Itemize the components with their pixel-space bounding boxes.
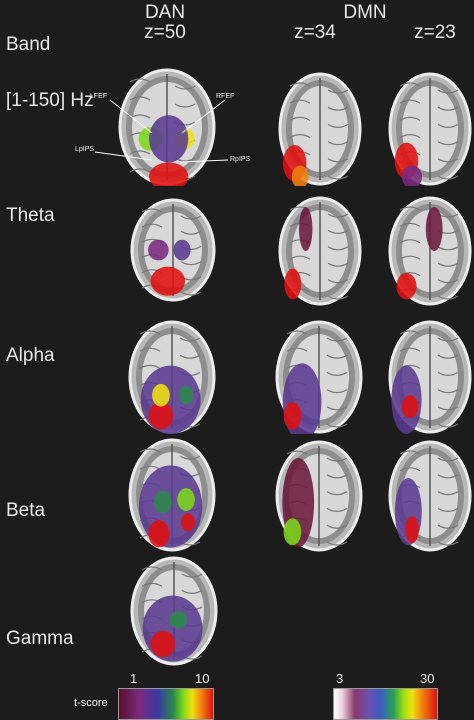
activation-blob [148, 239, 169, 261]
activation-blob [177, 488, 195, 511]
activation-blob [401, 165, 423, 186]
activation-blob [283, 518, 302, 546]
row-label-broadband: [1-150] Hz [6, 90, 94, 111]
activation-blob [173, 239, 191, 261]
dan-z-header: z=50 [144, 22, 186, 43]
brain-slice-dan-broadband [118, 68, 216, 186]
brain-slice-dan-alpha [128, 320, 216, 434]
activation-blob [148, 402, 174, 430]
brain-slice-dmn23-broadband [388, 72, 472, 186]
row-label-alpha: Alpha [6, 345, 55, 366]
dmn-colorbar-min: 3 [336, 671, 344, 686]
dan-header: DAN [144, 2, 186, 23]
annotation-lpips: LpIPS [75, 146, 95, 153]
dan-colorbar-min: 1 [130, 671, 138, 686]
dan-colorbar [118, 688, 214, 720]
brain-slice-dmn34-alpha [275, 320, 363, 434]
dan-colorbar-max: 10 [195, 671, 210, 686]
dmn-colorbar [333, 688, 438, 720]
row-label-beta: Beta [6, 500, 46, 521]
brain-slice-dmn34-broadband [278, 72, 362, 186]
brain-slice-dan-theta [130, 198, 216, 302]
activation-blob [284, 268, 302, 300]
brain-slice-dmn34-beta [275, 440, 363, 552]
activation-blob [179, 386, 194, 405]
activation-blob [149, 162, 189, 186]
dmn-colorbar-max: 30 [420, 671, 435, 686]
activation-blob [150, 266, 186, 296]
dmn-header: DMN [343, 2, 387, 23]
activation-blob [180, 513, 196, 532]
activation-blob [299, 207, 313, 251]
activation-blob [148, 520, 170, 548]
dmn-z1-header: z=34 [294, 22, 336, 43]
annotation-rfef: RFEF [216, 93, 235, 100]
brain-slice-dan-beta [128, 438, 216, 552]
row-label-theta: Theta [6, 205, 55, 226]
row-label-band: Band [6, 34, 51, 55]
activation-blob [169, 611, 188, 629]
brain-slice-dan-gamma [130, 556, 218, 666]
activation-blob [405, 516, 419, 544]
activation-blob [150, 630, 176, 658]
row-label-gamma: Gamma [6, 628, 74, 649]
brain-slice-dmn34-theta [278, 196, 362, 306]
brain-slice-dmn23-beta [388, 440, 472, 552]
activation-blob [283, 402, 302, 430]
activation-blob [401, 395, 419, 419]
activation-blob [396, 273, 417, 300]
brain-slice-dmn23-alpha [388, 320, 472, 434]
activation-blob [291, 165, 309, 186]
dmn-z2-header: z=23 [414, 22, 456, 43]
activation-blob [152, 383, 170, 407]
activation-blob [425, 207, 443, 251]
colorbar-label: t-score [74, 697, 108, 709]
annotation-rpips: RpIPS [230, 156, 251, 163]
activation-blob [154, 490, 172, 514]
annotation-lfef: LFEF [90, 93, 108, 100]
activation-blob [149, 115, 189, 163]
brain-slice-dmn23-theta [388, 196, 472, 306]
